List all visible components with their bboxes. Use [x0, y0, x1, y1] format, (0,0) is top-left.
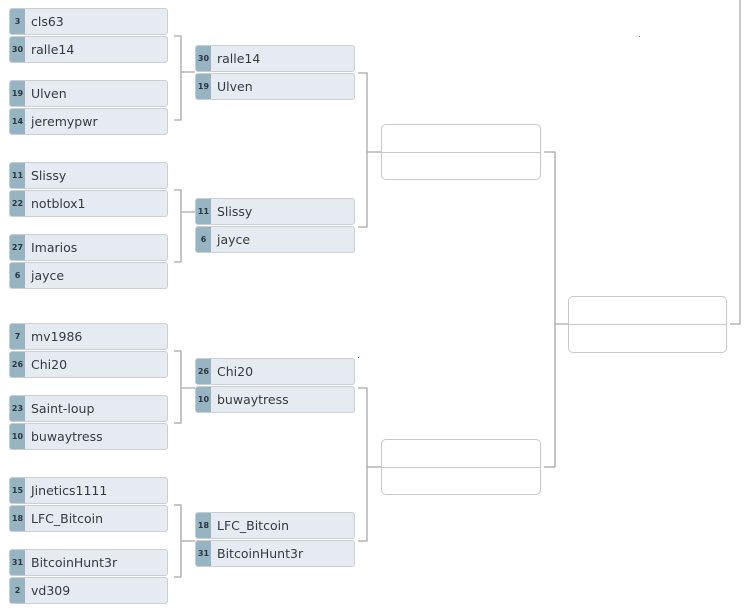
connector-r4	[730, 0, 741, 325]
player-name: Slissy	[217, 204, 253, 219]
player-name: Chi20	[217, 364, 254, 379]
seed-badge: 27	[10, 235, 25, 260]
seed-badge: 31	[10, 550, 25, 575]
seed-badge: 10	[10, 424, 25, 449]
connector-r2-upper	[358, 72, 382, 228]
seed-badge: 26	[10, 352, 25, 377]
player-name: buwaytress	[217, 392, 289, 407]
player-slot[interactable]: 18 LFC_Bitcoin	[9, 505, 168, 532]
seed-badge: 31	[196, 541, 211, 566]
player-slot[interactable]: 30 ralle14	[9, 36, 168, 63]
seed-badge: 18	[10, 506, 25, 531]
seed-badge: 14	[10, 109, 25, 134]
player-name: buwaytress	[31, 429, 103, 444]
player-name: Imarios	[31, 240, 78, 255]
seed-badge: 22	[10, 191, 25, 216]
player-name: Ulven	[31, 86, 67, 101]
player-name: BitcoinHunt3r	[217, 546, 304, 561]
round3-match-2[interactable]	[381, 439, 541, 495]
round4-match-1[interactable]	[568, 296, 727, 353]
player-slot[interactable]: 10 buwaytress	[9, 423, 168, 450]
seed-badge: 11	[196, 199, 211, 224]
seed-badge: 2	[10, 578, 25, 603]
player-name: Jinetics1111	[31, 483, 108, 498]
seed-badge: 10	[196, 387, 211, 412]
player-slot[interactable]: 27 Imarios	[9, 234, 168, 261]
seed-badge: 18	[196, 513, 211, 538]
player-slot[interactable]: 23 Saint-loup	[9, 395, 168, 422]
player-name: Saint-loup	[31, 401, 95, 416]
seed-badge: 6	[196, 227, 211, 252]
connector-r1-group1	[174, 35, 195, 121]
player-name: mv1986	[31, 329, 83, 344]
player-name: jeremypwr	[31, 114, 98, 129]
player-slot[interactable]: 26 Chi20	[195, 358, 355, 385]
player-slot[interactable]: 7 mv1986	[9, 323, 168, 350]
connector-r1-group2	[174, 189, 195, 263]
player-slot[interactable]: 22 notblox1	[9, 190, 168, 217]
player-name: jayce	[217, 232, 251, 247]
player-name: ralle14	[31, 42, 75, 57]
player-slot[interactable]: 19 Ulven	[195, 73, 355, 100]
player-name: Ulven	[217, 79, 253, 94]
player-name: cls63	[31, 14, 64, 29]
player-name: BitcoinHunt3r	[31, 555, 118, 570]
slot-divider	[569, 324, 726, 325]
player-name: Slissy	[31, 168, 67, 183]
slot-divider	[382, 467, 540, 468]
player-slot[interactable]: 6 jayce	[195, 226, 355, 253]
player-slot[interactable]: 31 BitcoinHunt3r	[9, 549, 168, 576]
stray-pixel	[358, 357, 359, 358]
connector-r1-group3	[174, 350, 195, 424]
player-slot[interactable]: 18 LFC_Bitcoin	[195, 512, 355, 539]
player-name: LFC_Bitcoin	[31, 511, 103, 526]
connector-r1-group4	[174, 504, 195, 578]
connector-r2-lower	[358, 387, 382, 542]
player-name: ralle14	[217, 51, 261, 66]
seed-badge: 11	[10, 163, 25, 188]
seed-badge: 7	[10, 324, 25, 349]
player-slot[interactable]: 14 jeremypwr	[9, 108, 168, 135]
player-slot[interactable]: 3 cls63	[9, 8, 168, 35]
connector-r3	[544, 151, 568, 468]
seed-badge: 6	[10, 263, 25, 288]
round3-match-1[interactable]	[381, 124, 541, 180]
player-name: vd309	[31, 583, 71, 598]
seed-badge: 15	[10, 478, 25, 503]
player-slot[interactable]: 26 Chi20	[9, 351, 168, 378]
player-slot[interactable]: 15 Jinetics1111	[9, 477, 168, 504]
player-name: jayce	[31, 268, 65, 283]
stray-pixel	[639, 36, 640, 37]
slot-divider	[382, 152, 540, 153]
seed-badge: 30	[196, 46, 211, 71]
player-name: Chi20	[31, 357, 68, 372]
player-slot[interactable]: 2 vd309	[9, 577, 168, 604]
player-slot[interactable]: 31 BitcoinHunt3r	[195, 540, 355, 567]
player-slot[interactable]: 30 ralle14	[195, 45, 355, 72]
player-slot[interactable]: 10 buwaytress	[195, 386, 355, 413]
seed-badge: 26	[196, 359, 211, 384]
player-slot[interactable]: 11 Slissy	[9, 162, 168, 189]
player-name: LFC_Bitcoin	[217, 518, 289, 533]
seed-badge: 30	[10, 37, 25, 62]
player-slot[interactable]: 11 Slissy	[195, 198, 355, 225]
seed-badge: 23	[10, 396, 25, 421]
player-slot[interactable]: 6 jayce	[9, 262, 168, 289]
seed-badge: 19	[10, 81, 25, 106]
seed-badge: 19	[196, 74, 211, 99]
player-slot[interactable]: 19 Ulven	[9, 80, 168, 107]
player-name: notblox1	[31, 196, 86, 211]
seed-badge: 3	[10, 9, 25, 34]
